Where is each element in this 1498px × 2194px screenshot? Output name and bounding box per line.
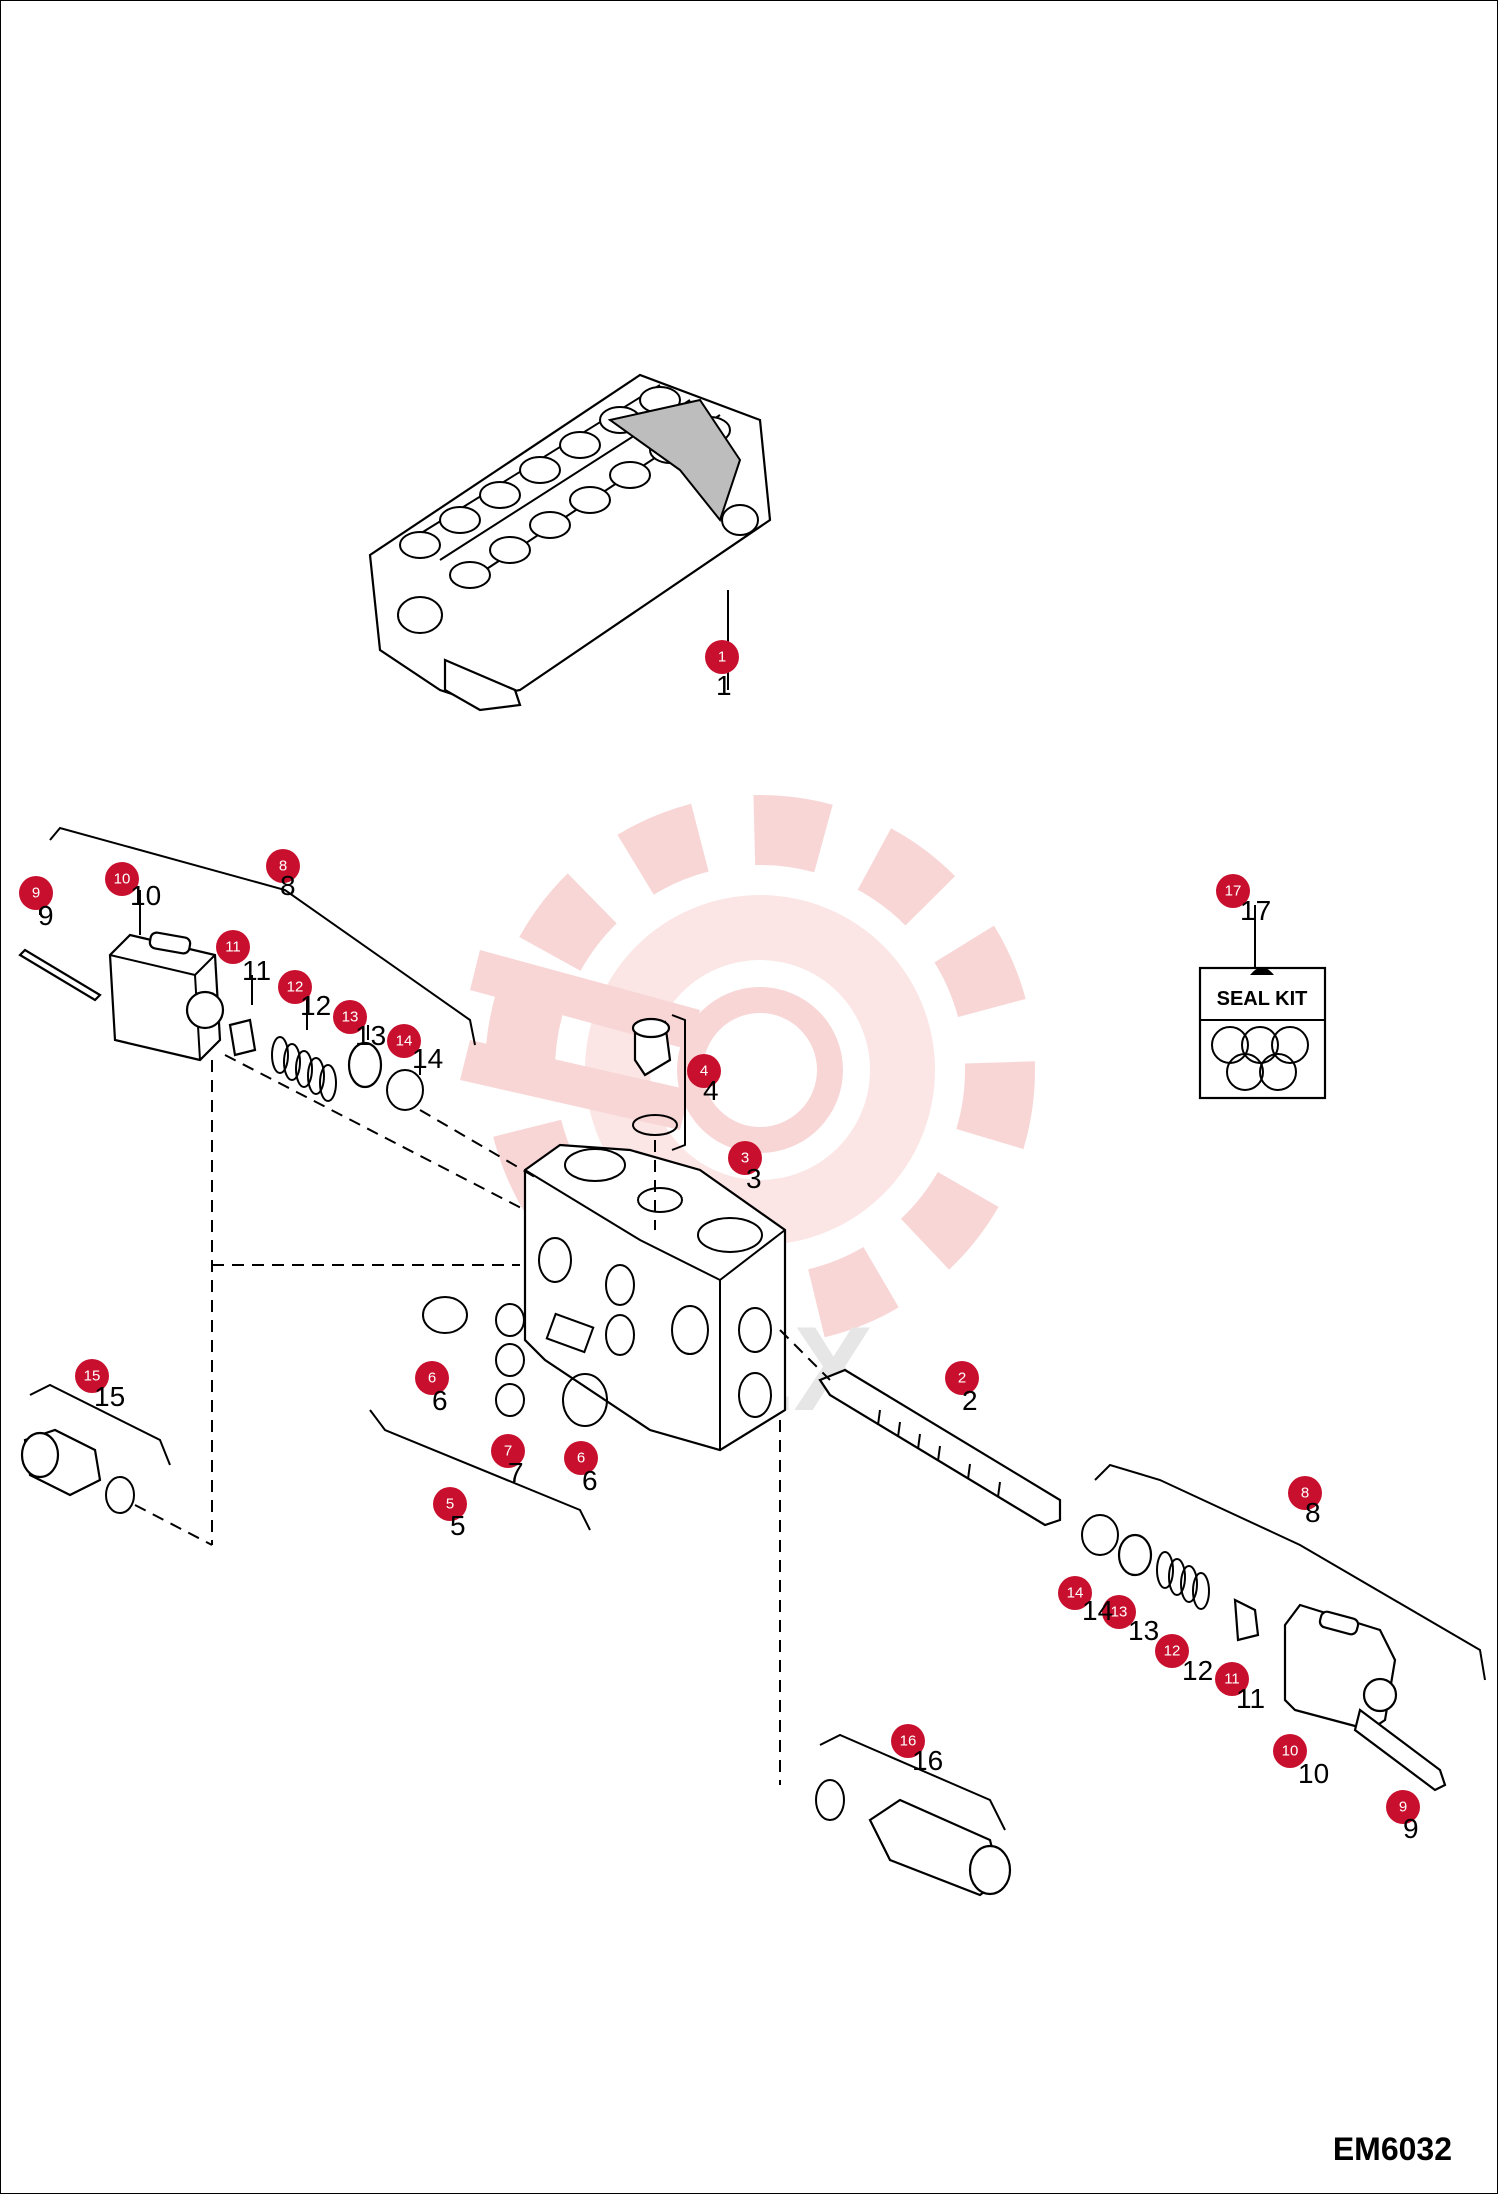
callout-badge: 16: [891, 1724, 925, 1758]
svg-text:7: 7: [504, 1443, 512, 1460]
callout-badge: 6: [415, 1361, 449, 1395]
svg-text:14: 14: [1067, 1585, 1084, 1602]
callout-badge: 9: [1386, 1790, 1420, 1824]
svg-text:4: 4: [703, 1075, 719, 1106]
callout-badge: 11: [216, 930, 250, 964]
o-rings-illustration: [369, 1296, 608, 1531]
o-ring-icon: [1211, 1026, 1309, 1091]
svg-text:13: 13: [342, 1009, 359, 1026]
svg-text:14: 14: [1082, 1595, 1113, 1626]
right-plug-illustration: [779, 1420, 1012, 1897]
drawing-code: EM6032: [1332, 2131, 1452, 2167]
seal-kit-bag-icon: [1250, 967, 1274, 975]
svg-text:8: 8: [1301, 1485, 1309, 1502]
svg-text:3: 3: [741, 1150, 749, 1167]
svg-text:8: 8: [1305, 1497, 1321, 1528]
callout-badge: 12: [278, 970, 312, 1004]
svg-text:6: 6: [582, 1465, 598, 1496]
svg-text:10: 10: [1298, 1758, 1329, 1789]
svg-text:12: 12: [1182, 1655, 1213, 1686]
callout-badge: 11: [1215, 1662, 1249, 1696]
check-valve-illustration: [631, 1014, 686, 1230]
callout-badge: 3: [728, 1141, 762, 1175]
svg-text:3: 3: [746, 1163, 762, 1194]
callout-badges: 1 2 3 4 5 6 6 7 8 8 9 9 10 10 11 11 12 1…: [19, 640, 1420, 1824]
callout-badge: 12: [1155, 1634, 1189, 1668]
svg-text:8: 8: [279, 858, 287, 875]
svg-text:12: 12: [300, 990, 331, 1021]
svg-text:12: 12: [1164, 1643, 1181, 1660]
svg-text:11: 11: [1236, 1683, 1265, 1714]
svg-text:17: 17: [1240, 895, 1271, 926]
svg-text:15: 15: [94, 1381, 125, 1412]
callout-badge: 9: [19, 876, 53, 910]
svg-text:12: 12: [287, 979, 304, 996]
callout-badge: 6: [564, 1441, 598, 1475]
svg-text:9: 9: [1403, 1813, 1419, 1844]
svg-text:16: 16: [900, 1733, 917, 1750]
svg-text:1: 1: [716, 670, 732, 701]
svg-text:16: 16: [912, 1745, 943, 1776]
svg-text:14: 14: [396, 1033, 413, 1050]
svg-text:2: 2: [958, 1370, 966, 1387]
svg-text:11: 11: [1224, 1671, 1240, 1688]
callout-badge: 2: [945, 1361, 979, 1395]
svg-text:13: 13: [1111, 1604, 1128, 1621]
callout-badge: 14: [387, 1024, 421, 1058]
svg-text:13: 13: [355, 1020, 386, 1051]
seal-kit-label: SEAL KIT: [1217, 988, 1308, 1010]
svg-text:6: 6: [432, 1385, 448, 1416]
svg-text:7: 7: [508, 1457, 524, 1488]
svg-text:15: 15: [84, 1368, 101, 1385]
callout-badge: 10: [1273, 1734, 1307, 1768]
callout-badge: 8: [1288, 1476, 1322, 1510]
valve-assembly-illustration: [368, 373, 772, 712]
plug-illustration: [20, 1383, 213, 1546]
svg-text:2: 2: [962, 1385, 978, 1416]
callout-badge: 5: [433, 1487, 467, 1521]
svg-text:10: 10: [114, 871, 131, 888]
callout-badge: 4: [687, 1054, 721, 1088]
svg-text:11: 11: [242, 955, 271, 986]
seal-kit-box: SEAL KIT: [1198, 905, 1327, 1100]
svg-text:14: 14: [412, 1043, 443, 1074]
svg-text:5: 5: [446, 1496, 454, 1513]
callout-badge: 13: [1102, 1595, 1136, 1629]
callout-badge: 17: [1216, 874, 1250, 908]
svg-text:9: 9: [32, 885, 40, 902]
callout-badge: 15: [75, 1359, 109, 1393]
callout-badge: 1: [705, 640, 739, 674]
svg-text:8: 8: [280, 870, 296, 901]
callout-badge: 7: [491, 1434, 525, 1468]
svg-text:10: 10: [1282, 1743, 1299, 1760]
svg-text:13: 13: [1128, 1615, 1159, 1646]
svg-text:11: 11: [225, 939, 241, 956]
svg-text:17: 17: [1225, 883, 1242, 900]
part-numbers: 1 2 3 4 5 6 6 7 8 8 9 9 10 10 11 11 12 1…: [38, 670, 1419, 1844]
right-end-cap-assembly-illustration: [1081, 1463, 1486, 1792]
callout-badge: 10: [105, 862, 139, 896]
svg-text:5: 5: [450, 1510, 466, 1541]
left-end-cap-assembly-illustration: [18, 931, 541, 1545]
callout-badge: 14: [1058, 1576, 1092, 1610]
svg-text:10: 10: [130, 880, 161, 911]
svg-text:1: 1: [718, 649, 726, 666]
callout-badge: 13: [333, 1000, 367, 1034]
svg-text:6: 6: [577, 1450, 585, 1467]
leader-lines: [39, 826, 476, 1075]
callout-badge: 8: [266, 849, 300, 883]
svg-text:9: 9: [1399, 1799, 1407, 1816]
svg-text:9: 9: [38, 900, 54, 931]
svg-text:4: 4: [700, 1063, 708, 1080]
spool-illustration: [779, 1329, 1062, 1527]
svg-text:6: 6: [428, 1370, 436, 1387]
